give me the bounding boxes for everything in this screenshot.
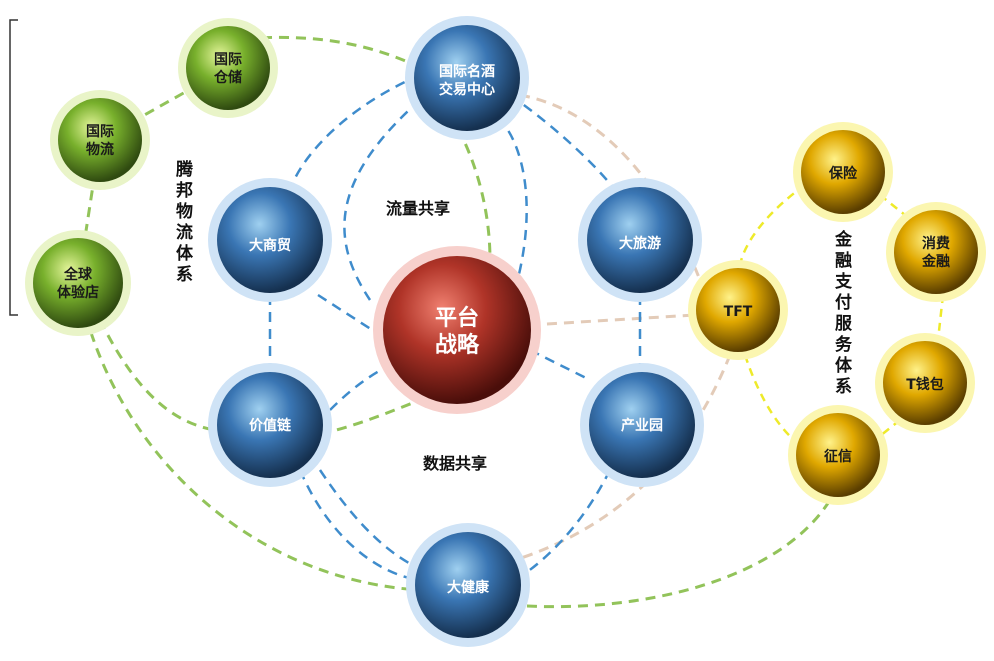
node-trade[interactable]: 大商贸 — [208, 178, 332, 302]
node-credit[interactable]: 征信 — [788, 405, 888, 505]
finance-group-label: 金融支付服务体系 — [831, 230, 851, 398]
node-label: 平台 — [435, 305, 479, 331]
node-label: 金融 — [921, 253, 950, 270]
node-label: 价值链 — [249, 417, 292, 434]
node-tft[interactable]: TFT — [688, 260, 788, 360]
traffic-share-label: 流量共享 — [386, 199, 451, 218]
node-label: 大商贸 — [249, 237, 291, 254]
node-label: 国际 — [86, 124, 114, 140]
node-label: 大健康 — [447, 579, 490, 596]
node-label: 保险 — [828, 165, 858, 182]
node-label: 国际 — [214, 52, 242, 68]
node-health[interactable]: 大健康 — [406, 523, 530, 647]
node-wallet[interactable]: T钱包 — [875, 333, 975, 433]
node-label: TFT — [724, 304, 753, 320]
logistics-group-label: 腾邦物流体系 — [172, 160, 192, 286]
node-label: 产业园 — [621, 417, 663, 434]
node-consumer-finance[interactable]: 消费 金融 — [886, 202, 986, 302]
node-label: 体验店 — [57, 284, 99, 301]
node-label: T钱包 — [906, 376, 944, 393]
node-warehouse[interactable]: 国际 仓储 — [178, 18, 278, 118]
node-label: 交易中心 — [439, 81, 495, 98]
node-store[interactable]: 全球 体验店 — [25, 230, 131, 336]
node-label: 全球 — [63, 266, 93, 283]
platform-links — [268, 73, 642, 582]
node-label: 战略 — [435, 332, 480, 358]
node-label: 国际名酒 — [439, 63, 495, 80]
node-label: 消费 — [922, 235, 950, 252]
data-share-label: 数据共享 — [423, 454, 488, 473]
bracket — [9, 19, 18, 316]
node-label: 大旅游 — [619, 235, 661, 252]
node-travel[interactable]: 大旅游 — [578, 178, 702, 302]
node-label: 征信 — [824, 448, 852, 465]
node-platform[interactable]: 平台 战略 — [373, 246, 541, 414]
node-value-chain[interactable]: 价值链 — [208, 363, 332, 487]
node-insurance[interactable]: 保险 — [793, 122, 893, 222]
node-park[interactable]: 产业园 — [580, 363, 704, 487]
node-label: 物流 — [86, 141, 114, 158]
node-logistics[interactable]: 国际 物流 — [50, 90, 150, 190]
node-wine[interactable]: 国际名酒 交易中心 — [405, 16, 529, 140]
node-label: 仓储 — [213, 69, 242, 86]
